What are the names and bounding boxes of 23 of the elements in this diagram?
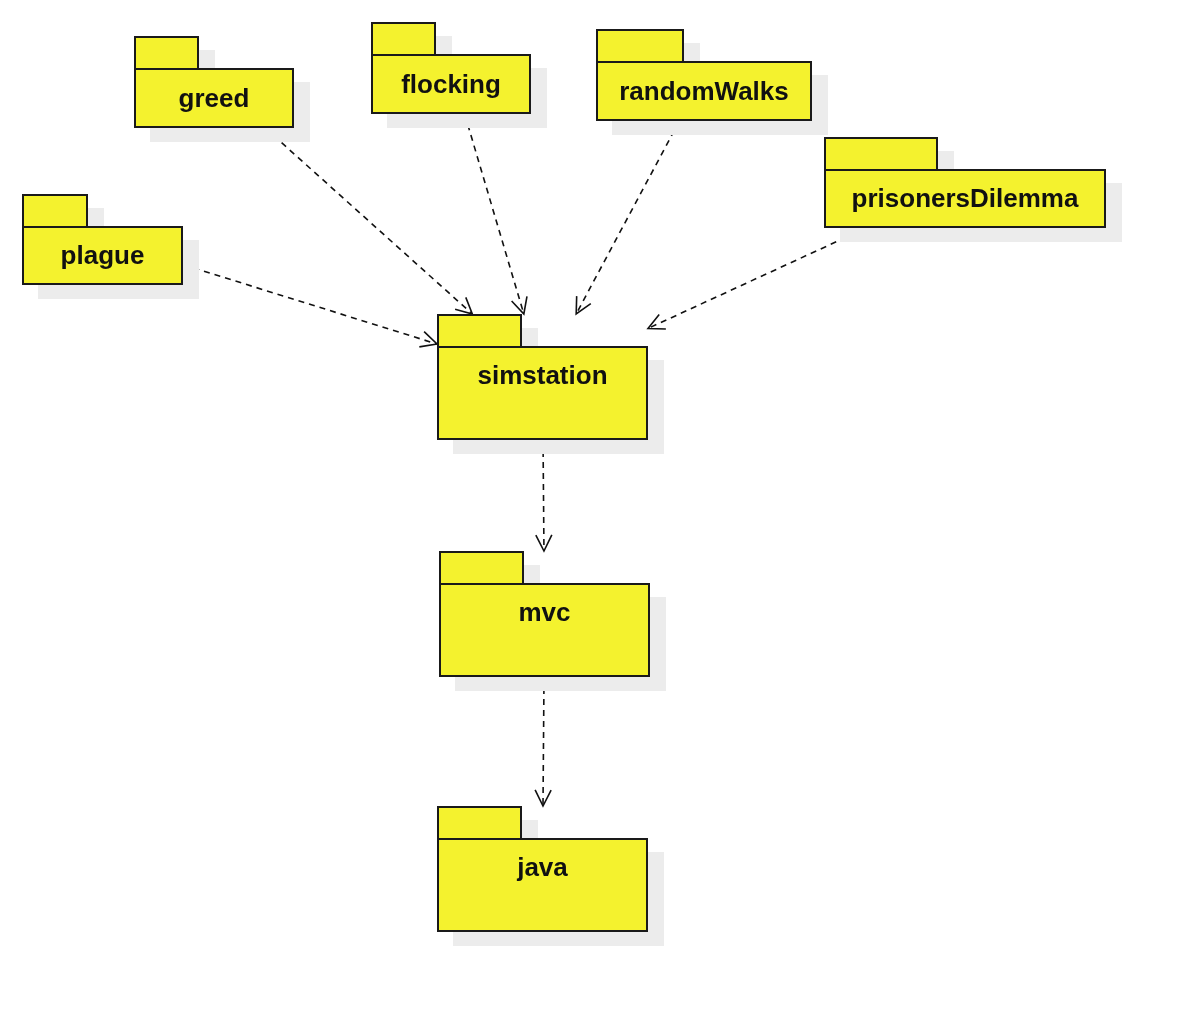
dependency-arrow: [182, 263, 438, 348]
package-name: plague: [60, 240, 145, 271]
package-name: flocking: [401, 68, 501, 100]
package-name: prisonersDilemma: [851, 183, 1079, 214]
package-box: [439, 551, 650, 677]
package-name: simstation: [477, 360, 608, 391]
dependency-arrow: [534, 676, 552, 807]
package-box: [134, 36, 294, 128]
package-box: [437, 806, 648, 932]
package-name: mvc: [518, 597, 571, 628]
package-name: randomWalks: [619, 75, 789, 107]
package-name: java: [517, 852, 568, 883]
package-box: [596, 29, 812, 121]
package-box: [371, 22, 531, 114]
package-box: [824, 137, 1106, 228]
dependency-arrow: [535, 439, 553, 552]
dependency-arrow: [647, 227, 867, 330]
package-name: greed: [178, 82, 250, 114]
package-box: [22, 194, 183, 285]
dependency-arrow: [575, 120, 681, 315]
package-box: [437, 314, 648, 440]
dependency-arrow: [463, 113, 528, 315]
dependency-arrow: [264, 127, 474, 315]
